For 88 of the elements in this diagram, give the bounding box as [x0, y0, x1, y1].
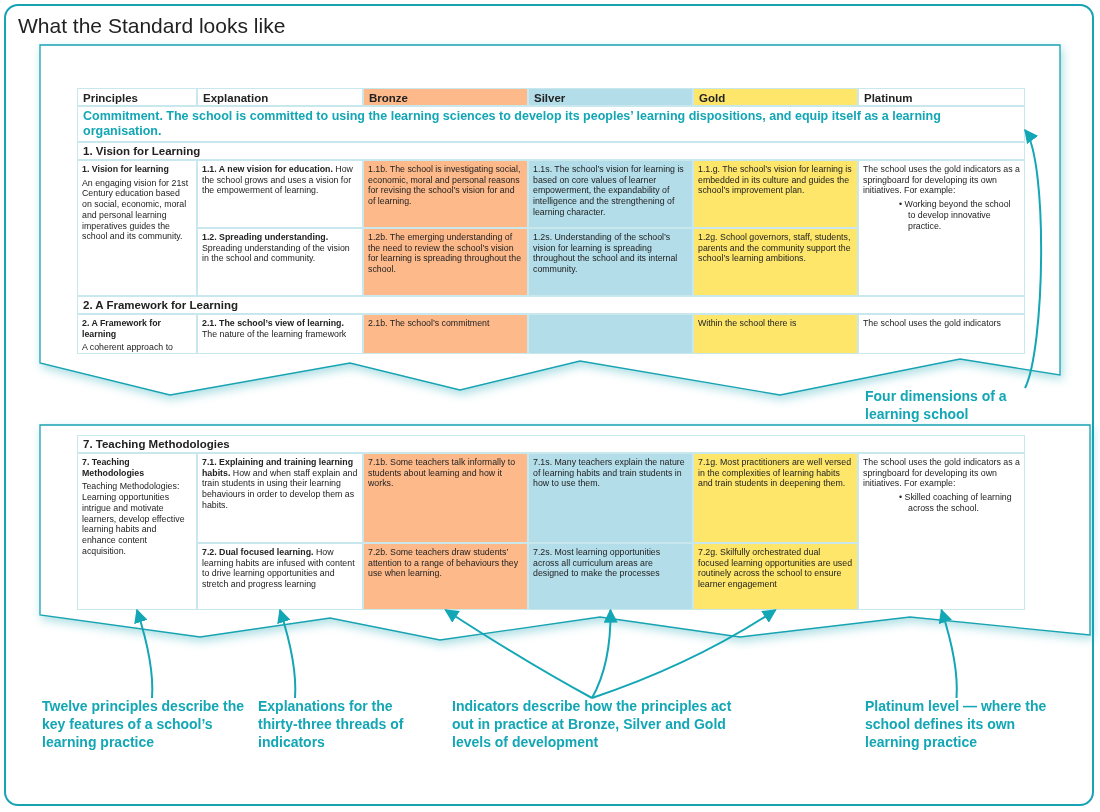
table-cell — [363, 228, 528, 296]
cell-text: The school uses the gold indicators as a springboard for developing its own initiatives. For example: — [863, 457, 1020, 490]
cell-text: Within the school there is — [698, 318, 798, 329]
leader-line — [938, 608, 958, 699]
table-cell — [693, 543, 858, 610]
table-cell — [528, 453, 693, 543]
table-header-cell — [77, 88, 197, 106]
cell-text: 1.1. A new vision for education. How the school grows and uses a vision for the empowerment of learning. — [202, 164, 354, 197]
cell-text: The school uses the gold indicators as a springboard for developing its own initiatives. For example: — [863, 164, 1020, 197]
cell-text: 7.2g. Skilfully orchestrated dual focused learning opportunities are used routinely across the school to ensure learner engagement — [698, 547, 853, 590]
column-heading: Platinum — [864, 91, 914, 105]
cell-heading: 1. Vision for learning — [82, 164, 170, 175]
leader-line — [591, 608, 618, 699]
leader-line — [277, 608, 297, 699]
table-header-cell — [528, 88, 693, 106]
cell-text: 7.2. Dual focused learning. How learning habits are infused with content to drive learning opportunities and stretch and progress learning — [202, 547, 356, 590]
cell-text: 7.1s. Many teachers explain the nature of learning habits and train students in how to use them. — [533, 457, 686, 490]
cell-text: 7.1. Explaining and training learning habits. How and when staff explain and train students in using their learning behaviours in order to develop them as habits. — [202, 457, 358, 511]
cell-text: 7.1b. Some teachers talk informally to students about learning and how it works. — [368, 457, 517, 490]
row-heading: 7. Teaching Methodologies — [83, 437, 231, 451]
table-cell — [77, 160, 197, 296]
cell-text: Teaching Methodologies: Learning opportunities intrigue and motivate learners, develop effective learning habits and enhance content acquisition. — [82, 481, 186, 557]
table-cell — [197, 160, 363, 228]
row-heading: 2. A Framework for Learning — [83, 298, 240, 312]
table-cell — [693, 228, 858, 296]
cell-text: 2.1b. The school’s commitment — [368, 318, 491, 329]
table-cell — [363, 314, 528, 354]
callout-text: Explanations for the thirty-three threads of indicators — [258, 698, 418, 752]
callout-text: Platinum level — where the school defines its own learning practice — [865, 698, 1065, 752]
leader-line — [134, 608, 154, 699]
callout-text: Four dimensions of a learning school — [865, 388, 1045, 424]
cell-text: 1.2s. Understanding of the school’s vision for learning is spreading throughout the school and its internal community. — [533, 232, 679, 275]
bullet-item: • Working beyond the school to develop innovative practice. — [899, 199, 1012, 232]
table-cell — [197, 453, 363, 543]
table-cell — [363, 453, 528, 543]
cell-heading: 2. A Framework for learning — [82, 318, 163, 340]
page-title: What the Standard looks like — [18, 14, 286, 38]
cell-text: 1.2. Spreading understanding. Spreading understanding of the vision in the school and community. — [202, 232, 351, 265]
callout-text: Indicators describe how the principles act out in practice at Bronze, Silver and Gold levels of development — [452, 698, 732, 752]
column-heading: Bronze — [369, 91, 409, 105]
leader-line — [591, 609, 777, 699]
table-cell — [858, 160, 1025, 296]
cell-text: 1.1b. The school is investigating social, economic, moral and personal reasons for revising the school’s vision for and of learning. — [368, 164, 522, 207]
cell-text: A coherent approach to — [82, 342, 174, 353]
column-heading: Gold — [699, 91, 727, 105]
table-cell — [197, 228, 363, 296]
table-cell — [77, 453, 197, 610]
table-cell — [197, 314, 363, 354]
table-cell — [528, 543, 693, 610]
table-header-cell — [693, 88, 858, 106]
column-heading: Explanation — [203, 91, 270, 105]
table-cell — [363, 160, 528, 228]
table-cell — [693, 160, 858, 228]
column-heading: Principles — [83, 91, 139, 105]
cell-text: 1.2b. The emerging understanding of the need to review the school’s vision for learning is spreading throughout the school. — [368, 232, 523, 275]
table-cell — [77, 314, 197, 354]
cell-heading: 7. Teaching Methodologies — [82, 457, 146, 479]
cell-text: 7.2b. Some teachers draw students’ attention to a range of behaviours they use when learning. — [368, 547, 520, 580]
cell-text: The school uses the gold indicators — [863, 318, 1002, 329]
cell-text: 1.1.g. The school’s vision for learning is embedded in its culture and guides the school’s improvement plan. — [698, 164, 853, 197]
cell-text: 7.2s. Most learning opportunities across all curriculum areas are designed to make the processes — [533, 547, 662, 580]
row-heading: 1. Vision for Learning — [83, 144, 202, 158]
table-header-cell — [858, 88, 1025, 106]
column-heading: Silver — [534, 91, 567, 105]
cell-text: 1.1s. The school’s vision for learning is based on core values of learner empowerment, the expandability of intelligence and the strengthening of learning character. — [533, 164, 685, 218]
table-cell — [693, 453, 858, 543]
table-cell — [693, 314, 858, 354]
cell-text: 7.1g. Most practitioners are well versed in the complexities of learning habits and train students in deepening them. — [698, 457, 853, 490]
table-cell — [858, 314, 1025, 354]
section-heading-row — [77, 296, 1025, 314]
cell-text: 2.1. The school’s view of learning. The nature of the learning framework — [202, 318, 348, 340]
leader-line — [1024, 128, 1043, 389]
table-header-cell — [363, 88, 528, 106]
row-heading: Commitment. The school is committed to using the learning sciences to develop its peoples’ learning dispositions, and equip itself as a learning organisation. — [83, 109, 942, 140]
table-cell — [858, 453, 1025, 610]
table-header-cell — [197, 88, 363, 106]
bullet-item: • Skilled coaching of learning across the school. — [899, 492, 1013, 514]
table-cell — [528, 160, 693, 228]
table-cell — [363, 543, 528, 610]
leader-line — [444, 609, 593, 699]
cell-text: 1.2g. School governors, staff, students, parents and the community support the school’s learning ambitions. — [698, 232, 852, 265]
cell-text: An engaging vision for 21st Century education based on social, economic, moral and personal learning imperatives guides the school and its community. — [82, 177, 190, 243]
table-cell — [528, 228, 693, 296]
commitment-row — [77, 106, 1025, 142]
section-heading-row — [77, 435, 1025, 453]
section-heading-row — [77, 142, 1025, 160]
callout-text: Twelve principles describe the key features of a school’s learning practice — [42, 698, 247, 752]
table-cell — [197, 543, 363, 610]
